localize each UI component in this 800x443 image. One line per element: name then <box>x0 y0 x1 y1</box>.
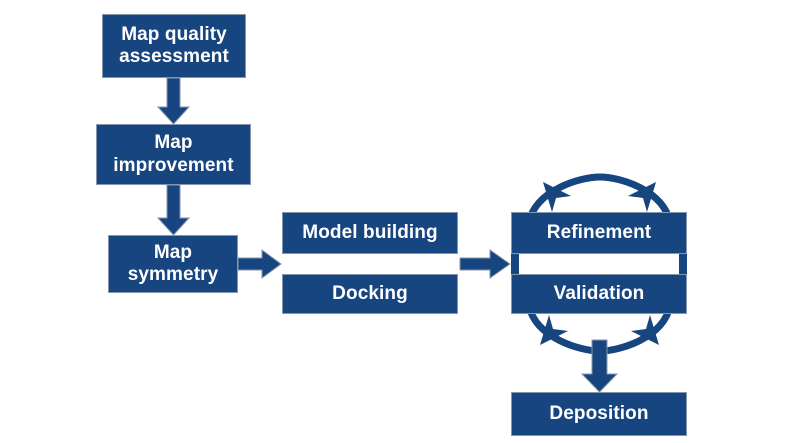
node-model-building-label: Model building <box>302 221 438 243</box>
node-validation[interactable]: Validation <box>511 274 687 314</box>
node-refinement-label: Refinement <box>546 221 652 243</box>
node-validation-label: Validation <box>553 282 645 304</box>
node-deposition-label: Deposition <box>549 402 649 424</box>
node-model-building[interactable]: Model building <box>282 212 458 254</box>
arrow-map-improvement-to-map-symmetry <box>156 184 191 236</box>
cycle-block-left-edge <box>511 254 519 274</box>
arrow-map-symmetry-to-model-group <box>237 249 282 279</box>
arrow-map-quality-to-map-improvement <box>156 77 191 125</box>
node-docking[interactable]: Docking <box>282 274 458 314</box>
arrow-model-group-to-refinement-group <box>459 249 511 279</box>
node-deposition[interactable]: Deposition <box>511 392 687 436</box>
node-docking-label: Docking <box>332 282 408 304</box>
node-refinement[interactable]: Refinement <box>511 212 687 254</box>
cycle-block-right-edge <box>679 254 687 274</box>
cycle-arc-top-icon <box>525 173 674 224</box>
arrow-cycle-to-deposition <box>580 339 619 393</box>
